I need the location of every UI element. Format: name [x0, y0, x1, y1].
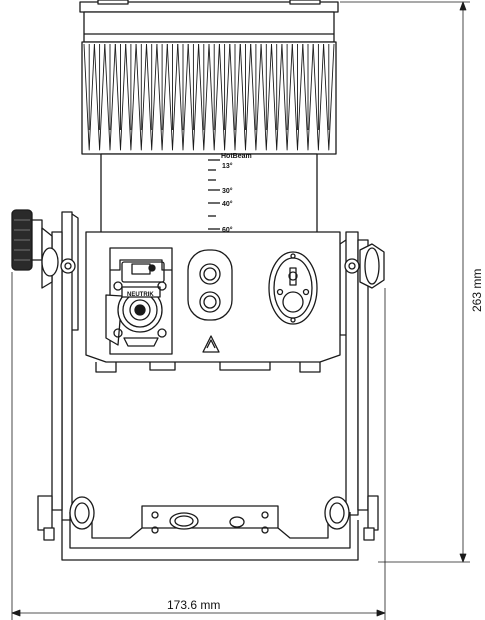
heat-sink-fin [281, 43, 293, 151]
yoke [37, 211, 379, 561]
heat-sink-fin [302, 43, 314, 151]
heat-sink-fin [323, 43, 335, 151]
heat-sink-fin [291, 43, 304, 151]
width-dimension-label: 173.6 mm [167, 598, 220, 612]
beam-mark-30: 30° [222, 187, 233, 195]
heat-sink-fin [93, 43, 106, 151]
fixture-body [100, 153, 318, 235]
heat-sink-fin [312, 43, 325, 151]
beam-scale-title: HotBeam [221, 153, 252, 160]
heat-sink-fin [156, 43, 168, 151]
heat-sink-fin [135, 43, 147, 151]
rear-panel [85, 231, 341, 373]
height-dimension [340, 1, 470, 563]
heat-sink-fin [218, 43, 231, 151]
heat-sink-fin [260, 43, 272, 151]
heat-sink-fin [198, 43, 210, 151]
heat-sink-fin [104, 43, 116, 151]
width-dimension [11, 272, 386, 620]
heat-sink-fin [229, 43, 241, 151]
beam-mark-60: 60° [222, 226, 233, 234]
heat-sink-fin [177, 43, 189, 151]
tilt-lock-knob-left [11, 209, 76, 289]
connector-brand-label: NEUTRIK [127, 292, 154, 298]
heat-sink-fin [187, 43, 200, 151]
heat-sink-fin [125, 43, 137, 151]
heat-sink-fin [146, 43, 158, 151]
heat-sink-fin [208, 43, 220, 151]
heat-sink [79, 0, 339, 155]
heat-sink-fin [271, 43, 283, 151]
tilt-lock-knob-right [344, 243, 385, 289]
beam-mark-40: 40° [222, 200, 233, 208]
heat-sink-fin [239, 43, 252, 151]
heat-sink-fin [250, 43, 262, 151]
heat-sink-fin [83, 43, 95, 151]
heat-sink-fin [114, 43, 127, 151]
heat-sink-fin [166, 43, 179, 151]
beam-mark-13: 13° [222, 162, 233, 170]
height-dimension-label: 263 mm [470, 269, 484, 312]
